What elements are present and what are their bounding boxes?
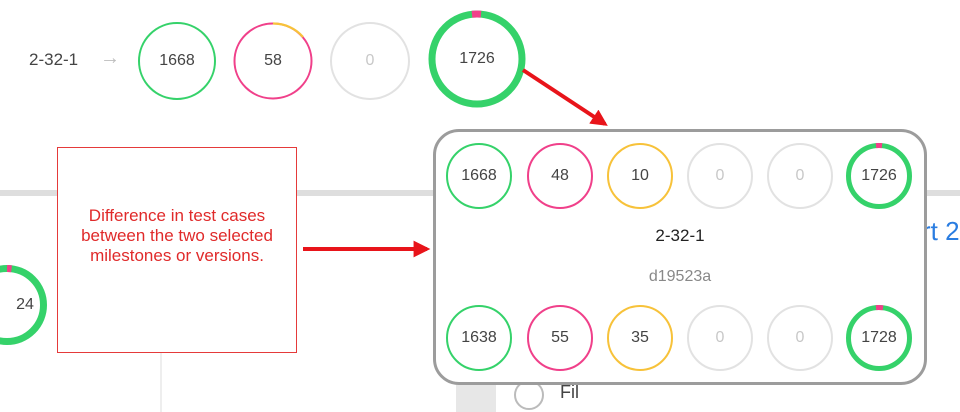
annotation-note: Difference in test cases between the two… bbox=[57, 147, 297, 353]
annotation-text: Difference in test cases between the two… bbox=[81, 206, 273, 265]
popup-row1-blocked-circle[interactable]: 10 bbox=[607, 143, 673, 209]
popup-row2-untested-circle[interactable]: 0 bbox=[767, 305, 833, 371]
popup-row1-passed: 1668 bbox=[461, 167, 497, 184]
comparison-popup bbox=[433, 129, 927, 385]
failed-count: 58 bbox=[264, 52, 282, 69]
arrow-right-icon: → bbox=[100, 47, 120, 69]
popup-row2-total-ring[interactable]: 1728 bbox=[846, 305, 912, 371]
popup-row1-retest-circle[interactable]: 0 bbox=[687, 143, 753, 209]
popup-row1-retest: 0 bbox=[715, 167, 725, 184]
version-label: 2-32-1 bbox=[29, 50, 79, 69]
popup-row1-total: 1726 bbox=[861, 167, 897, 184]
popup-row1-passed-circle[interactable]: 1668 bbox=[446, 143, 512, 209]
popup-row1-failed-circle[interactable]: 48 bbox=[527, 143, 593, 209]
popup-row2-retest-circle[interactable]: 0 bbox=[687, 305, 753, 371]
popup-row1-total-ring[interactable]: 1726 bbox=[846, 143, 912, 209]
untested-count-circle[interactable]: 0 bbox=[330, 22, 410, 100]
popup-row1-untested: 0 bbox=[795, 167, 805, 184]
passed-count: 1668 bbox=[159, 52, 195, 69]
popup-commit-hash: d19523a bbox=[648, 268, 712, 285]
popup-row1-failed: 48 bbox=[551, 167, 569, 184]
untested-count: 0 bbox=[365, 52, 375, 69]
partial-total-ring[interactable]: 24 bbox=[0, 264, 48, 346]
popup-row2-total: 1728 bbox=[861, 329, 897, 346]
popup-version-label: 2-32-1 bbox=[655, 226, 705, 245]
popup-row1-untested-circle[interactable]: 0 bbox=[767, 143, 833, 209]
popup-row1-blocked: 10 bbox=[631, 167, 649, 184]
total-count: 1726 bbox=[459, 50, 495, 67]
popup-row2-retest: 0 bbox=[715, 329, 725, 346]
scroll-bar-fragment bbox=[456, 380, 496, 412]
popup-row2-passed-circle[interactable]: 1638 bbox=[446, 305, 512, 371]
passed-count-circle[interactable]: 1668 bbox=[138, 22, 216, 100]
partial-total-value: 24 bbox=[16, 296, 34, 313]
failed-count-circle[interactable]: 58 bbox=[233, 22, 313, 100]
popup-row2-failed-circle[interactable]: 55 bbox=[527, 305, 593, 371]
popup-row2-passed: 1638 bbox=[461, 329, 497, 346]
popup-row2-blocked-circle[interactable]: 35 bbox=[607, 305, 673, 371]
popup-row2-untested: 0 bbox=[795, 329, 805, 346]
arrow-to-popup-icon bbox=[521, 68, 608, 126]
partial-filter-label: Fil bbox=[560, 382, 579, 402]
popup-row2-failed: 55 bbox=[551, 329, 569, 346]
popup-row2-blocked: 35 bbox=[631, 329, 649, 346]
partial-link-text[interactable]: rt 2 bbox=[922, 216, 960, 246]
total-ring[interactable]: 1726 bbox=[428, 10, 526, 108]
